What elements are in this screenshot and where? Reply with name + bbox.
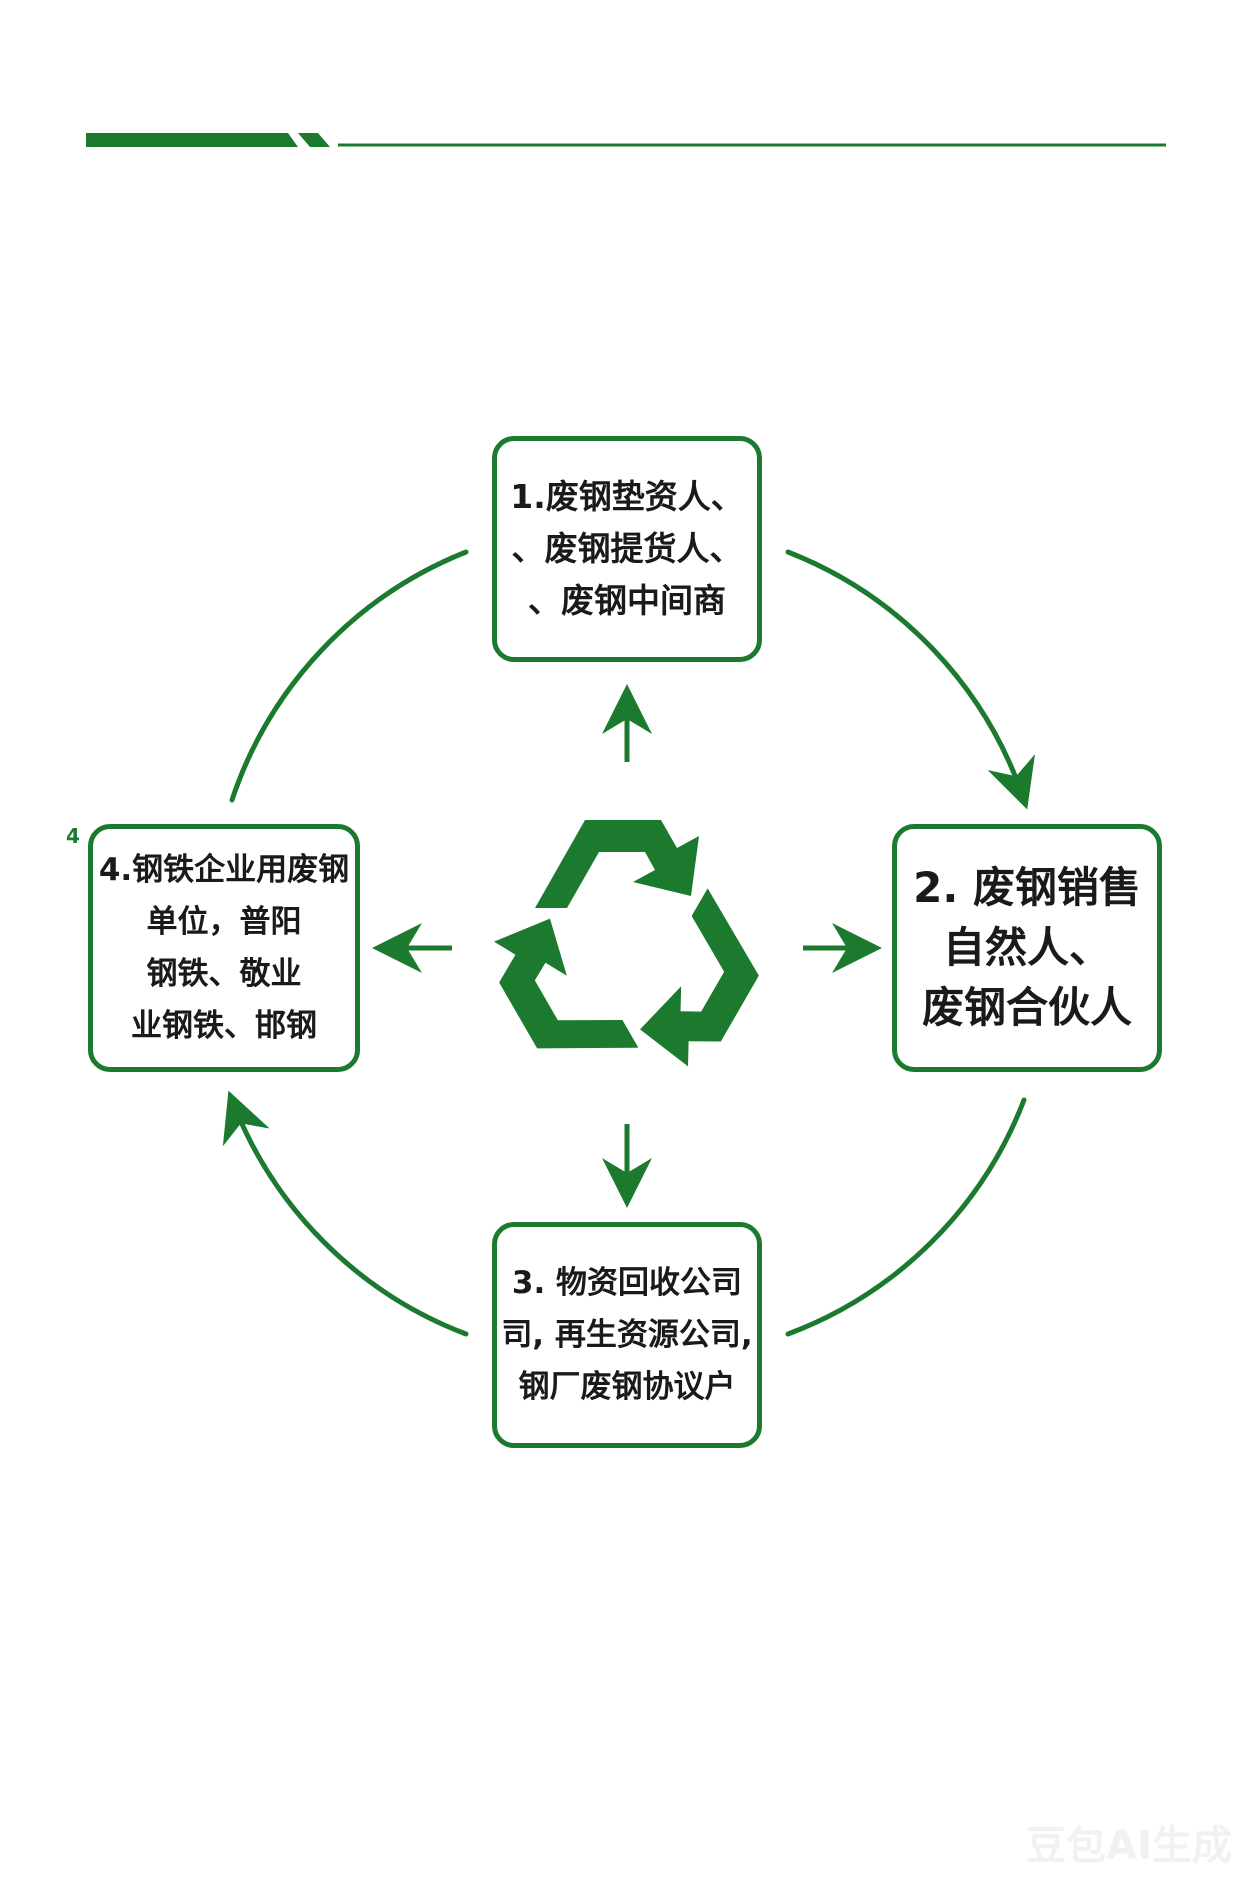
watermark: 豆包AI生成 bbox=[1026, 1823, 1232, 1869]
arc-top-left bbox=[229, 549, 469, 803]
node-line: 1.废钢垫资人、 bbox=[510, 477, 744, 516]
node-line: 司, 再生资源公司, bbox=[501, 1317, 753, 1353]
node-steel-enterprises: 4.钢铁企业用废钢 单位，普阳 钢铁、敬业 业钢铁、邯钢 bbox=[88, 824, 360, 1072]
node-line: 3. 物资回收公司 bbox=[511, 1265, 743, 1301]
node-recycling-companies: 3. 物资回收公司 司, 再生资源公司, 钢厂废钢协议户 bbox=[492, 1222, 762, 1448]
node-line: 单位，普阳 bbox=[146, 904, 302, 940]
node-line: 、废钢提货人、 bbox=[511, 529, 743, 568]
node-line: 、废钢中间商 bbox=[528, 581, 726, 620]
node-line: 钢铁、敬业 bbox=[146, 956, 302, 992]
node-scrap-steel-financiers: 1.废钢垫资人、 、废钢提货人、 、废钢中间商 bbox=[492, 436, 762, 662]
node-line: 2. 废钢销售 bbox=[913, 863, 1141, 912]
node-line: 钢厂废钢协议户 bbox=[518, 1369, 736, 1405]
node-line: 废钢合伙人 bbox=[921, 983, 1132, 1032]
node-line: 4.钢铁企业用废钢 bbox=[98, 852, 350, 888]
arc-bottom-right bbox=[785, 1097, 1027, 1337]
marginal-number: 4 bbox=[66, 824, 80, 848]
arc-top-right bbox=[785, 549, 1035, 810]
header-rule bbox=[86, 133, 1166, 147]
arc-bottom-left bbox=[222, 1090, 469, 1337]
node-scrap-steel-sellers: 2. 废钢销售 自然人、 废钢合伙人 bbox=[892, 824, 1162, 1072]
recycle-icon bbox=[480, 820, 784, 1092]
node-line: 自然人、 bbox=[942, 923, 1111, 972]
node-line: 业钢铁、邯钢 bbox=[131, 1008, 317, 1044]
